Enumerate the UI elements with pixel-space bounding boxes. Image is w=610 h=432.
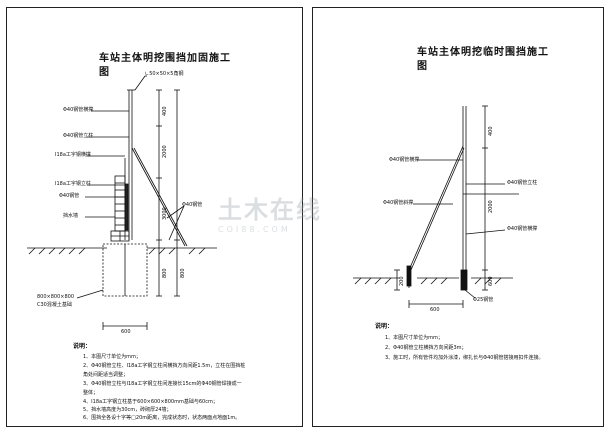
left-drawing-sheet: 车站主体明挖围挡加固施工 图 ∟50×50×5角钢 Φ40钢管横撑 Φ40钢管立…	[6, 7, 303, 427]
right-drawing-lines	[353, 105, 519, 308]
left-note-2-cont: 角处间距适当调整；	[83, 372, 129, 378]
right-title-line2: 图	[417, 61, 428, 72]
label-pipe-diag2: Φ40钢管	[182, 202, 203, 208]
label-i18-purlin: I18a工字钢横撑	[55, 152, 91, 158]
left-note-6: 6、围挡全各设十字等□20m距离，完成状态时，状态两面点地面1m。	[83, 415, 241, 421]
label-i18-column: I18a工字钢立柱	[55, 181, 91, 187]
dim-400: 400	[162, 106, 168, 116]
watermark-url: COI88.COM	[218, 225, 291, 234]
right-note-1: 1、本图尺寸单位为mm；	[385, 335, 443, 341]
label-pipe-brace: Φ40钢管斜撑	[383, 200, 414, 206]
label-footing-concrete: C30混凝土基础	[37, 302, 72, 308]
dim-800b: 800	[180, 268, 186, 278]
right-note-2: 2、Φ40钢管立柱横挡方向间距3m；	[385, 345, 467, 351]
left-note-3: 3、Φ40钢管立柱与I18a工字钢立柱间连接长15cm的Φ40钢管焊接成一	[83, 381, 242, 387]
label-angle-steel: ∟50×50×5角钢	[145, 71, 184, 77]
right-title-line1: 车站主体明挖临时围挡施工	[417, 47, 549, 58]
label-brick-wall: 挡水墙	[63, 213, 79, 219]
label-footing-size: 800×800×800	[37, 294, 75, 300]
right-drawing-sheet: 车站主体明挖临时围挡施工 图 Φ40钢管横撑 Φ40钢管立柱 Φ40钢管斜撑 Φ…	[312, 7, 604, 427]
dim-right-2000: 2000	[488, 200, 494, 213]
dim-800: 800	[162, 268, 168, 278]
left-note-4: 4、I18a工字钢立柱基于600×600×800mm基础与60cm；	[83, 399, 218, 405]
dim-3000: 3000	[162, 207, 168, 220]
label-pipe-strut: Φ40钢管横撑	[507, 226, 538, 232]
label-pipe-purlin: Φ40钢管横撑	[389, 157, 420, 163]
dim-right-600: 600	[488, 276, 494, 286]
dim-right-200: 200	[399, 276, 405, 286]
dim-600: 600	[121, 329, 131, 335]
right-notes-heading: 说明：	[375, 323, 394, 330]
site-watermark: 土木在线 COI88.COM	[218, 190, 322, 234]
label-pipe-post: Φ40钢管立柱	[63, 133, 94, 139]
left-note-2: 2、Φ40钢管立柱、I18a工字钢立柱间横挡方向间距1.5m，立柱在围挡桩	[83, 363, 246, 369]
dim-2000: 2000	[162, 145, 168, 158]
left-title-line1: 车站主体明挖围挡加固施工	[99, 53, 231, 64]
left-note-5: 5、挡水墙高度为30cm，砖砌厚24墙；	[83, 407, 172, 413]
right-note-3: 3、施工时，所有管件均加外涂漆，绑扎长与Φ40钢管搭接用扣件连接。	[385, 355, 544, 361]
label-pipe-side-brace: Φ40钢管横撑	[63, 107, 94, 113]
watermark-text: 土木在线	[218, 196, 322, 224]
left-drawing-lines	[27, 75, 217, 330]
dim-right-400: 400	[488, 126, 494, 136]
label-pipe-post-right: Φ40钢管立柱	[507, 180, 538, 186]
left-note-1: 1、本图尺寸单位为mm；	[83, 354, 141, 360]
left-title-line2: 图	[99, 67, 110, 78]
dim-right-600b: 600	[430, 307, 440, 313]
left-note-3-cont: 整体；	[83, 390, 99, 396]
left-notes-heading: 说明：	[73, 343, 92, 350]
label-pipe-diag: Φ40钢管	[59, 193, 80, 199]
label-pipe-bottom: Φ25钢管	[473, 297, 494, 303]
